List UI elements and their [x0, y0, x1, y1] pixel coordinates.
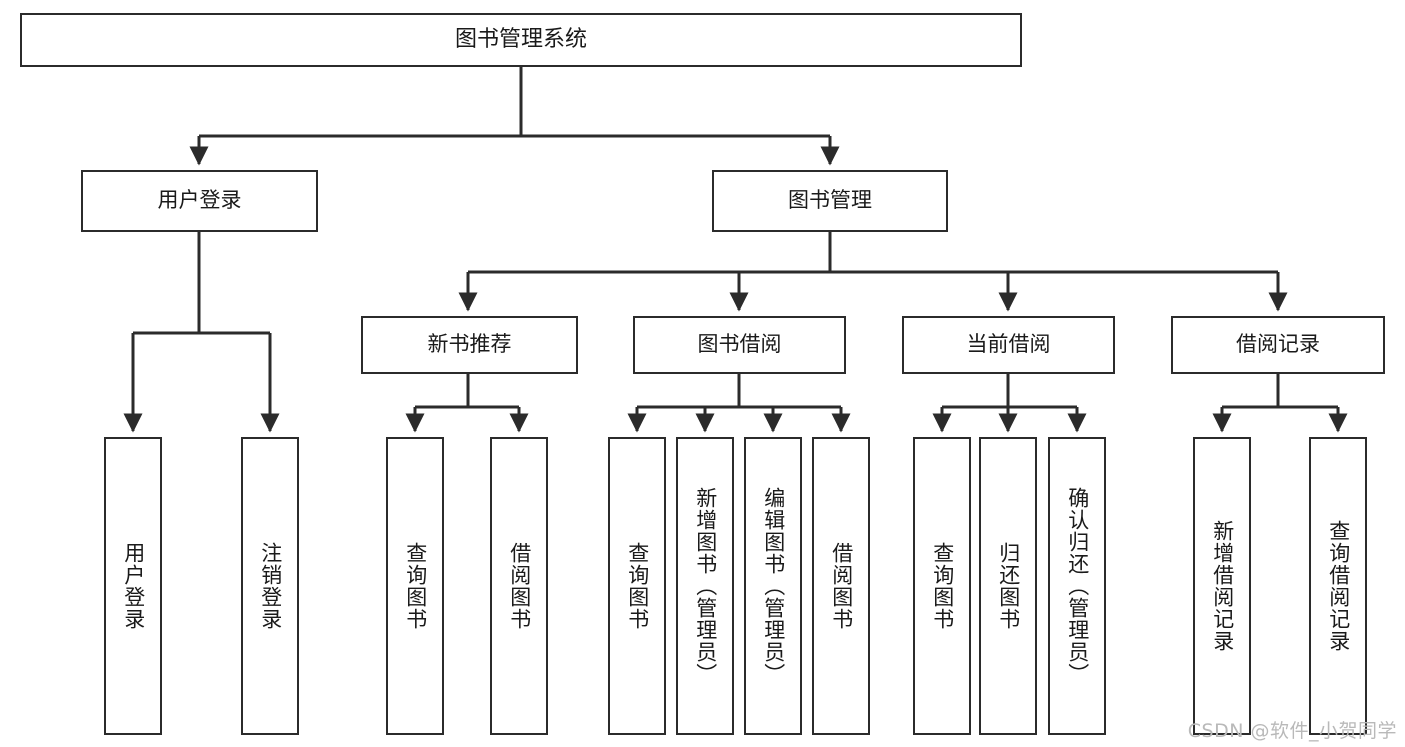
- node-root-label: 图书管理系统: [454, 26, 587, 52]
- node-leaf-return-book[interactable]: 归还图书: [979, 437, 1037, 735]
- node-leaf-confirm-return-label: 确认归还（管理员）: [1065, 487, 1090, 685]
- node-leaf-query-record-label: 查询借阅记录: [1326, 520, 1351, 652]
- node-leaf-confirm-return[interactable]: 确认归还（管理员）: [1048, 437, 1106, 735]
- node-leaf-borrow-book-2-label: 借阅图书: [829, 542, 854, 630]
- node-leaf-query-book-3[interactable]: 查询图书: [913, 437, 971, 735]
- node-leaf-user-login[interactable]: 用户登录: [104, 437, 162, 735]
- node-leaf-borrow-book-1[interactable]: 借阅图书: [490, 437, 548, 735]
- node-leaf-query-book-2[interactable]: 查询图书: [608, 437, 666, 735]
- node-leaf-add-record-label: 新增借阅记录: [1210, 520, 1235, 652]
- node-book-borrow[interactable]: 图书借阅: [633, 316, 846, 374]
- node-leaf-edit-book-label: 编辑图书（管理员）: [761, 487, 786, 685]
- node-new-book-rec-label: 新书推荐: [427, 332, 512, 357]
- node-book-manage[interactable]: 图书管理: [712, 170, 948, 232]
- node-leaf-user-logout-label: 注销登录: [258, 542, 283, 630]
- node-current-borrow-label: 当前借阅: [966, 332, 1051, 357]
- node-leaf-query-book-1[interactable]: 查询图书: [386, 437, 444, 735]
- node-leaf-query-book-1-label: 查询图书: [403, 542, 428, 630]
- node-borrow-record-label: 借阅记录: [1236, 332, 1320, 357]
- node-book-borrow-label: 图书借阅: [697, 332, 782, 357]
- node-root[interactable]: 图书管理系统: [20, 13, 1022, 67]
- node-leaf-add-book[interactable]: 新增图书（管理员）: [676, 437, 734, 735]
- node-new-book-rec[interactable]: 新书推荐: [361, 316, 578, 374]
- node-borrow-record[interactable]: 借阅记录: [1171, 316, 1385, 374]
- node-leaf-user-login-label: 用户登录: [121, 542, 146, 630]
- node-current-borrow[interactable]: 当前借阅: [902, 316, 1115, 374]
- node-leaf-return-book-label: 归还图书: [996, 542, 1021, 630]
- node-user-login-label: 用户登录: [157, 188, 242, 213]
- node-leaf-borrow-book-2[interactable]: 借阅图书: [812, 437, 870, 735]
- node-leaf-add-record[interactable]: 新增借阅记录: [1193, 437, 1251, 735]
- node-leaf-user-logout[interactable]: 注销登录: [241, 437, 299, 735]
- node-leaf-query-record[interactable]: 查询借阅记录: [1309, 437, 1367, 735]
- node-leaf-query-book-2-label: 查询图书: [625, 542, 650, 630]
- watermark: CSDN @软件_小贺同学: [1187, 720, 1397, 742]
- node-book-manage-label: 图书管理: [788, 188, 872, 213]
- node-user-login[interactable]: 用户登录: [81, 170, 318, 232]
- node-leaf-add-book-label: 新增图书（管理员）: [693, 487, 718, 685]
- node-leaf-edit-book[interactable]: 编辑图书（管理员）: [744, 437, 802, 735]
- node-leaf-borrow-book-1-label: 借阅图书: [507, 542, 532, 630]
- node-leaf-query-book-3-label: 查询图书: [930, 542, 955, 630]
